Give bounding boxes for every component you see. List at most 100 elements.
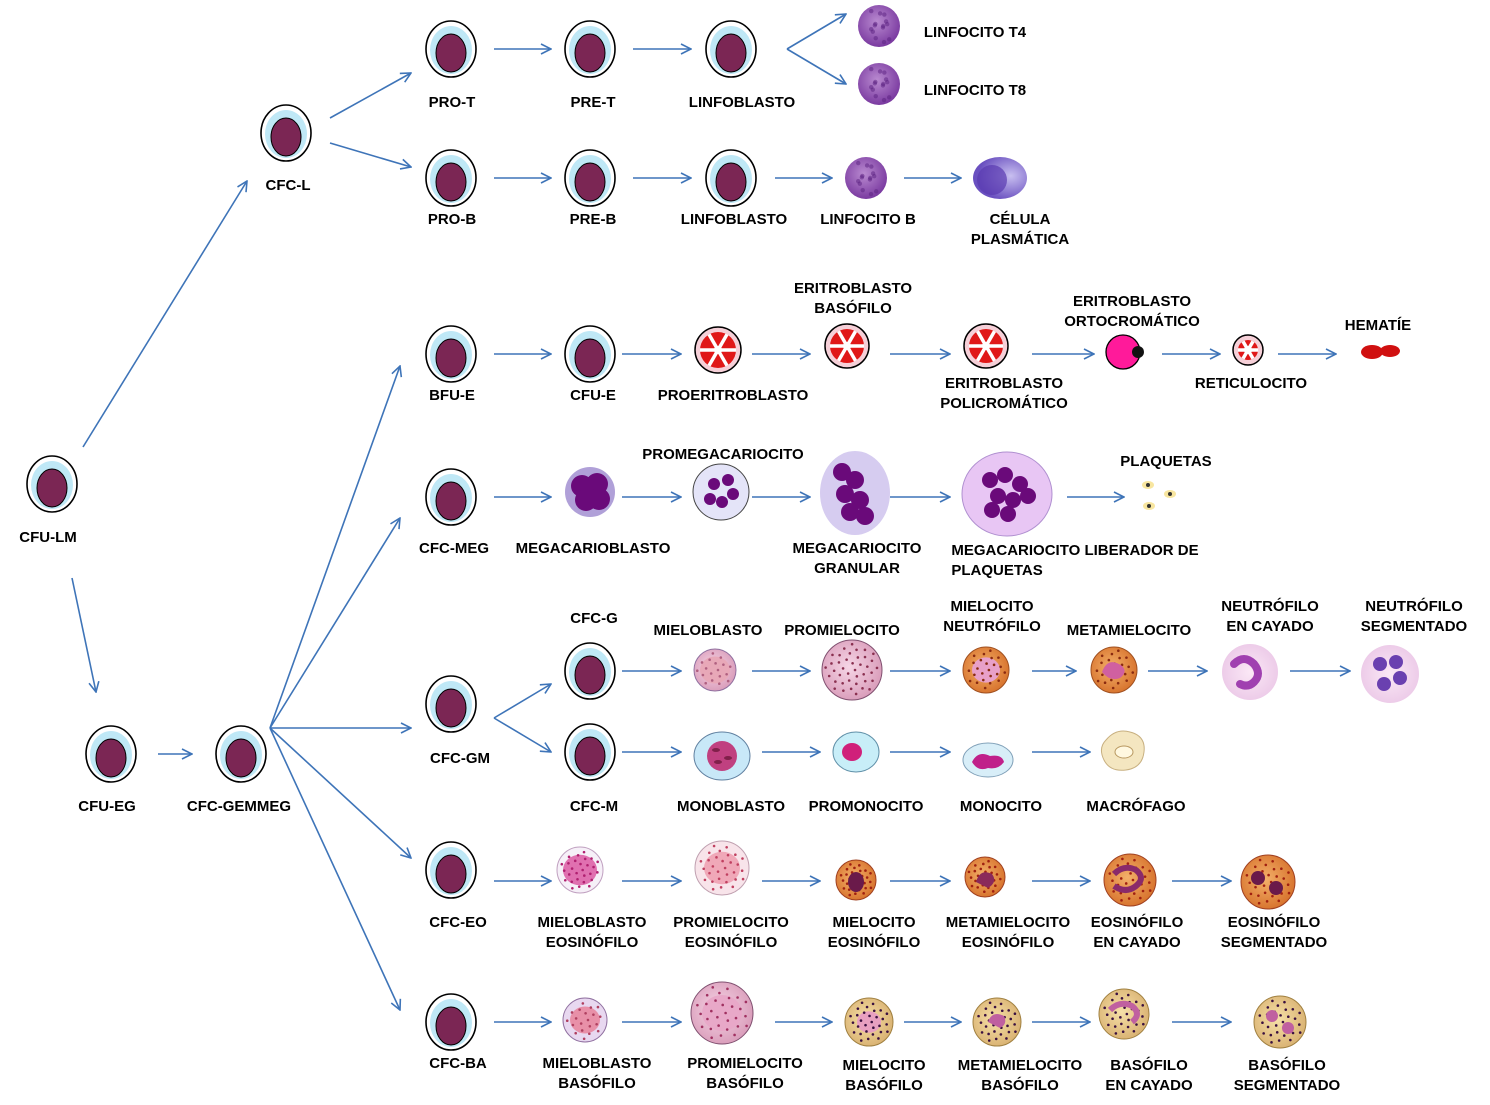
label-line: BASÓFILO — [558, 1075, 636, 1092]
stem-cfc-gm — [425, 675, 477, 733]
label-megacarioblasto: MEGACARIOBLASTO — [515, 540, 671, 557]
cell-eritroblasto-ortocromatico — [1105, 334, 1144, 370]
label-hematie: HEMATÍE — [1344, 317, 1412, 334]
label-line: MIELOBLASTO — [542, 1055, 652, 1072]
cell-promielocito — [821, 639, 883, 701]
label-reticulocito: RETICULOCITO — [1194, 375, 1308, 392]
cell-proeritroblasto — [694, 326, 742, 374]
label-pre-t: PRE-T — [570, 94, 616, 111]
label-line: SEGMENTADO — [1360, 618, 1468, 635]
arrow — [493, 717, 551, 752]
label-mieloblasto-eo: MIELOBLASTO EOSINÓFILO — [538, 913, 647, 953]
cell-promielocito-ba — [690, 981, 754, 1045]
label-linfocito-t4: LINFOCITO T4 — [923, 24, 1027, 41]
cell-mieloblasto-eo — [556, 846, 604, 894]
label-line: NEUTRÓFILO — [943, 618, 1041, 635]
arrow — [329, 73, 411, 119]
label-line: EN CAYADO — [1105, 1077, 1193, 1094]
label-promielocito: PROMIELOCITO — [784, 622, 900, 639]
label-line: PROMIELOCITO — [687, 1055, 803, 1072]
label-proeritroblasto: PROERITROBLASTO — [657, 387, 809, 404]
label-line: MIELOCITO — [842, 1057, 926, 1074]
label-mielocito-eo: MIELOCITO EOSINÓFILO — [828, 913, 921, 953]
stem-cfc-meg — [425, 468, 477, 526]
label-pre-b: PRE-B — [569, 211, 617, 228]
label-eosinofilo-segmentado: EOSINÓFILO SEGMENTADO — [1221, 913, 1327, 953]
label-line: MIELOCITO — [832, 914, 916, 931]
label-mielocito-ba: MIELOCITO BASÓFILO — [842, 1056, 925, 1096]
label-line: PROMIELOCITO — [673, 914, 789, 931]
label-line: SEGMENTADO — [1233, 1077, 1341, 1094]
label-line: CÉLULA — [989, 211, 1051, 228]
label-line: ERITROBLASTO — [1072, 293, 1192, 310]
label-plaquetas: PLAQUETAS — [1120, 453, 1212, 470]
label-cfc-gemmeg: CFC-GEMMEG — [186, 798, 292, 815]
stem-cfc-l — [260, 104, 312, 162]
label-promonocito: PROMONOCITO — [808, 798, 924, 815]
cell-mielocito-ba — [844, 997, 894, 1047]
label-cfu-e: CFU-E — [570, 387, 616, 404]
stem-linfoblasto-b — [705, 149, 757, 207]
label-line: MEGACARIOCITO — [792, 540, 922, 557]
cell-basofilo-segmentado — [1253, 995, 1307, 1049]
cell-promonocito — [832, 731, 880, 773]
label-mielocito-neutrofilo: MIELOCITO NEUTRÓFILO — [943, 597, 1041, 637]
label-line: EOSINÓFILO — [1227, 914, 1321, 931]
label-eritroblasto-ortocromatico: ERITROBLASTO ORTOCROMÁTICO — [1064, 292, 1200, 332]
stem-pro-t — [425, 20, 477, 78]
label-line: PLASMÁTICA — [970, 231, 1070, 248]
cell-eritroblasto-policromatico — [963, 323, 1009, 369]
label-promegacariocito: PROMEGACARIOCITO — [642, 446, 804, 463]
label-line: ORTOCROMÁTICO — [1064, 313, 1200, 330]
label-line: MEGACARIOCITO LIBERADOR DE — [951, 542, 1199, 559]
label-line: ERITROBLASTO — [793, 280, 913, 297]
label-line: GRANULAR — [814, 560, 900, 577]
arrow — [269, 727, 400, 1010]
label-cfc-g: CFC-G — [570, 610, 618, 627]
label-cfc-gm: CFC-GM — [430, 750, 490, 767]
arrow — [269, 727, 411, 858]
label-eritroblasto-policromatico: ERITROBLASTO POLICROMÁTICO — [940, 374, 1068, 414]
cell-metamielocito — [1090, 646, 1138, 694]
arrow — [269, 518, 400, 729]
cell-linfocito-b — [845, 157, 887, 199]
stem-bfu-e — [425, 325, 477, 383]
label-cfc-l: CFC-L — [265, 177, 311, 194]
cell-neutrofilo-cayado — [1222, 644, 1278, 700]
stem-linfoblasto-t — [705, 20, 757, 78]
label-line: PLAQUETAS — [951, 562, 1043, 579]
label-cfu-lm: CFU-LM — [19, 529, 77, 546]
label-linfoblasto-t: LINFOBLASTO — [688, 94, 796, 111]
cell-monocito — [962, 742, 1014, 778]
cell-eritroblasto-basofilo — [824, 323, 870, 369]
label-line: POLICROMÁTICO — [940, 395, 1068, 412]
label-pro-b: PRO-B — [427, 211, 477, 228]
cell-macrofago — [1100, 730, 1145, 771]
cell-mielocito-neutrofilo — [962, 646, 1010, 694]
cell-neutrofilo-segmentado — [1361, 645, 1419, 703]
label-megacariocito-liberador: MEGACARIOCITO LIBERADOR DE PLAQUETAS — [951, 541, 1198, 581]
label-cfc-m: CFC-M — [569, 798, 619, 815]
label-pro-t: PRO-T — [428, 94, 476, 111]
label-promielocito-ba: PROMIELOCITO BASÓFILO — [687, 1054, 803, 1094]
label-line: BASÓFILO — [1248, 1057, 1326, 1074]
arrow — [786, 48, 846, 84]
cell-hematie — [1361, 345, 1400, 359]
cell-promegacariocito — [692, 463, 750, 521]
label-line: BASÓFILO — [981, 1077, 1059, 1094]
stem-pro-b — [425, 149, 477, 207]
label-linfocito-t8: LINFOCITO T8 — [923, 82, 1027, 99]
stem-pre-t — [564, 20, 616, 78]
label-eosinofilo-cayado: EOSINÓFILO EN CAYADO — [1091, 913, 1184, 953]
label-line: ERITROBLASTO — [944, 375, 1064, 392]
stem-cfu-e — [564, 325, 616, 383]
label-bfu-e: BFU-E — [429, 387, 475, 404]
stem-cfc-ba — [425, 993, 477, 1051]
label-line: EN CAYADO — [1093, 934, 1181, 951]
label-neutrofilo-segmentado: NEUTRÓFILO SEGMENTADO — [1361, 597, 1467, 637]
arrow — [329, 142, 411, 167]
cell-plaquetas — [1142, 481, 1176, 510]
cell-eosinofilo-segmentado — [1240, 854, 1296, 910]
stem-pre-b — [564, 149, 616, 207]
